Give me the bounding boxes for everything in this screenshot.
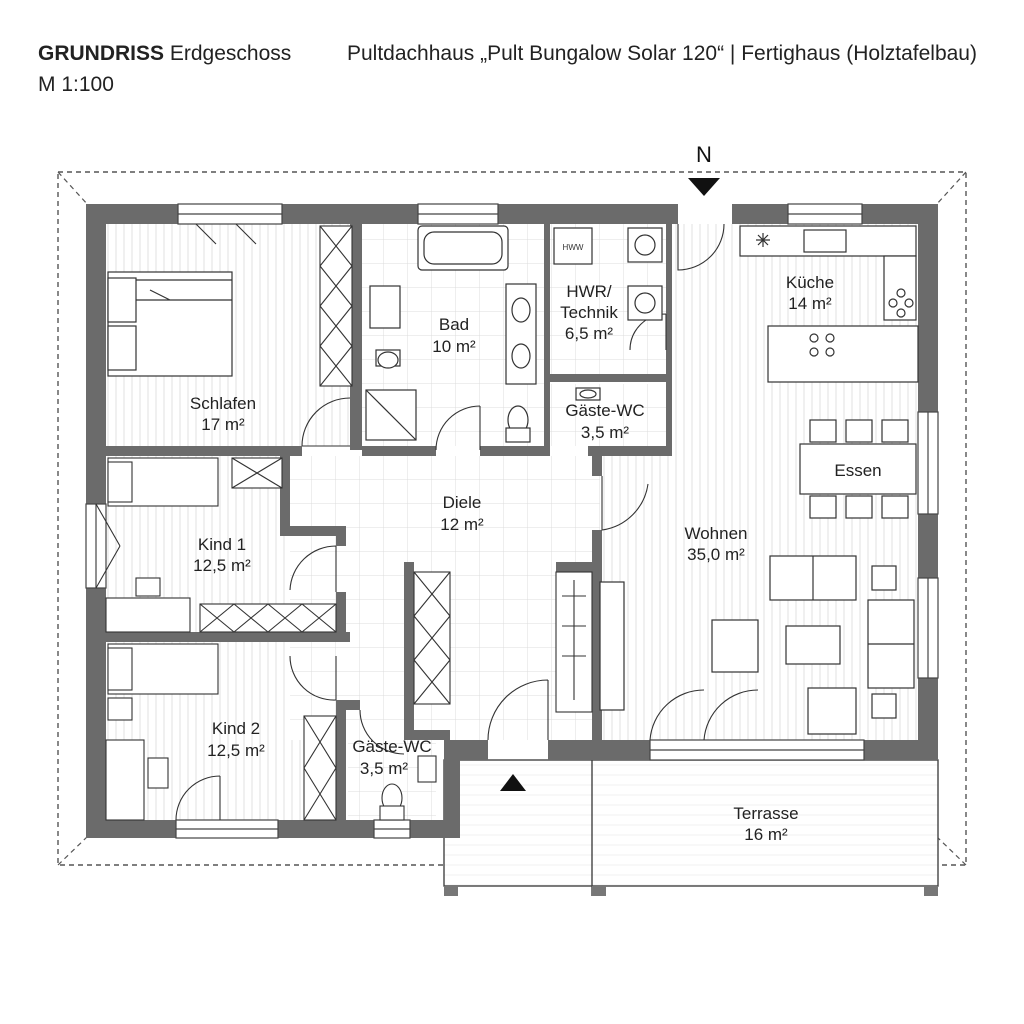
room-kind2-area: 12,5 m²: [207, 741, 265, 760]
room-wohnen-name: Wohnen: [684, 524, 747, 543]
doors: [95, 223, 759, 821]
room-essen-name: Essen: [834, 461, 881, 480]
plan-subtitle: Pultdachhaus „Pult Bungalow Solar 120“ |…: [347, 42, 977, 65]
room-gaeste-wc2-name: Gäste-WC: [352, 737, 431, 756]
guest-wc2-fixtures: [379, 755, 437, 821]
terrace: [443, 759, 939, 896]
windows: [85, 203, 939, 839]
room-diele-name: Diele: [443, 493, 482, 512]
plan-floor: Erdgeschoss: [164, 42, 292, 65]
room-bad-area: 10 m²: [432, 337, 476, 356]
bathtub: [417, 225, 509, 271]
plan-scale: M 1:100: [38, 73, 114, 96]
hwr-appliances: HWW: [553, 227, 663, 401]
room-kind1-name: Kind 1: [198, 535, 246, 554]
room-gaeste-wc2-area: 3,5 m²: [360, 759, 409, 778]
room-hwr-name1: HWR/: [566, 282, 612, 301]
north-arrow: N: [688, 142, 720, 196]
room-labels: Schlafen 17 m² Bad 10 m² HWR/ Technik 6,…: [190, 273, 882, 844]
room-kind1-area: 12,5 m²: [193, 556, 251, 575]
hall-wardrobe: [413, 571, 593, 713]
entrance-arrow: [500, 774, 526, 791]
dining-table: [799, 419, 917, 519]
kitchen-counter: [739, 225, 919, 383]
living-furniture: [599, 555, 915, 735]
appliance-label: HWW: [563, 243, 584, 252]
room-kueche-name: Küche: [786, 273, 834, 292]
room-kind2-name: Kind 2: [212, 719, 260, 738]
room-hwr-name2: Technik: [560, 303, 618, 322]
bed-double: [107, 271, 233, 377]
plan-title-block: GRUNDRISS Erdgeschoss M 1:100: [38, 38, 291, 100]
room-hwr-area: 6,5 m²: [565, 324, 614, 343]
room-terrasse-area: 16 m²: [744, 825, 788, 844]
wardrobe-schlafen: [319, 225, 353, 387]
room-gaeste-wc1-name: Gäste-WC: [565, 401, 644, 420]
room-schlafen-area: 17 m²: [201, 415, 245, 434]
room-bad-name: Bad: [439, 315, 469, 334]
plan-title: GRUNDRISS: [38, 42, 165, 65]
room-schlafen-name: Schlafen: [190, 394, 256, 413]
room-wohnen-area: 35,0 m²: [687, 545, 745, 564]
roof-overhang-outline: [57, 171, 967, 866]
room-terrasse-name: Terrasse: [733, 804, 798, 823]
north-label: N: [696, 142, 712, 167]
room-diele-area: 12 m²: [440, 515, 484, 534]
kid1-furniture: [105, 457, 337, 633]
room-kueche-area: 14 m²: [788, 294, 832, 313]
kid2-furniture: [105, 643, 337, 821]
room-gaeste-wc1-area: 3,5 m²: [581, 423, 630, 442]
walls: [86, 204, 938, 838]
bath-vanity: [365, 283, 537, 443]
